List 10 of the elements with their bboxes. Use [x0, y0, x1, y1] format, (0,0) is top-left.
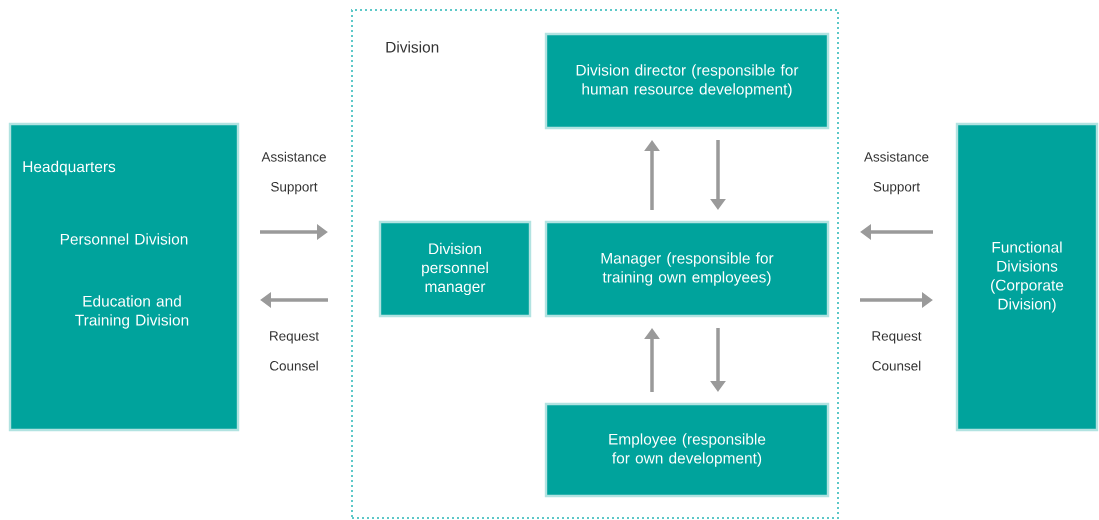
edge-label: Assistance Support: [261, 151, 326, 195]
edge-label: Assistance Support: [864, 151, 929, 195]
role-box: Division personnel manager: [378, 220, 532, 318]
role-box: Manager (responsible for training own employees): [544, 220, 830, 318]
role-box: Employee (responsible for own development): [544, 402, 830, 498]
edge-label: Request Counsel: [872, 331, 922, 371]
organization-box: Headquarters Personnel Division Education and Training Division: [8, 122, 240, 432]
role-box: Division director (responsible for human resource development): [544, 32, 830, 130]
organization-box: Functional Divisions (Corporate Division): [955, 122, 1099, 432]
edge-label: Request Counsel: [270, 331, 319, 371]
